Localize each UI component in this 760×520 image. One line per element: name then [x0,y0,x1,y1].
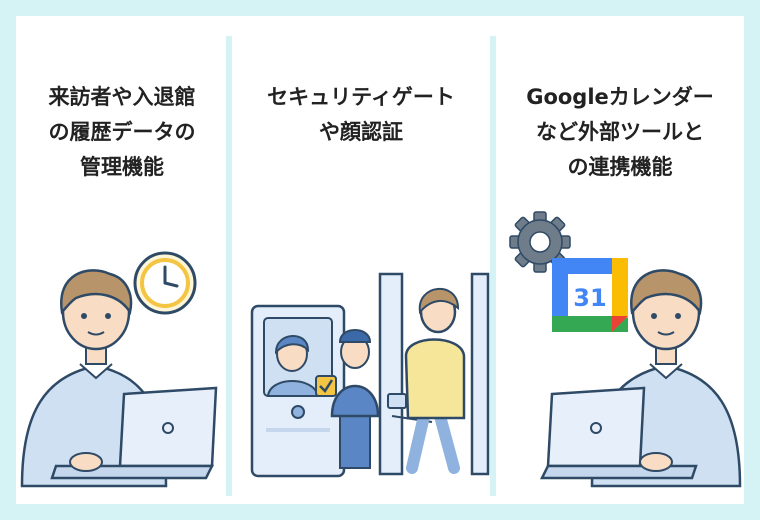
divider [226,36,232,496]
panel-heading: 来訪者や入退館 の履歴データの 管理機能 [16,80,228,185]
checkmark-icon [315,375,337,397]
divider [490,36,496,496]
laptop-icon [539,386,698,480]
walking-person [387,288,466,474]
panel-heading: セキュリティゲート や顔認証 [232,80,490,150]
worker-illustration: 31 [509,211,742,488]
heading-line: や顔認証 [319,120,403,144]
laptop-icon [50,386,218,480]
heading-line: の履歴データの [48,120,196,144]
face-recognition-terminal [250,304,346,478]
panel-heading: Googleカレンダー など外部ツールと の連携機能 [496,80,744,185]
calendar-icon: 31 [552,258,628,332]
worker-illustration [20,251,218,488]
heading-line: セキュリティゲート [267,85,455,109]
gear-icon [509,211,571,273]
panel-visitor-history: 来訪者や入退館 の履歴データの 管理機能 [16,16,228,504]
heading-line: Googleカレンダー [526,85,714,109]
calendar-date: 31 [573,284,606,312]
heading-line: 管理機能 [80,155,164,179]
panel-external-tools: Googleカレンダー など外部ツールと の連携機能 [496,16,744,504]
panel-security-gate: セキュリティゲート や顔認証 [232,16,490,504]
gate-illustration [250,272,490,478]
heading-line: の連携機能 [567,155,673,179]
security-guard [330,329,380,469]
heading-line: 来訪者や入退館 [48,85,196,109]
heading-line: など外部ツールと [536,120,704,144]
clock-icon [133,251,197,315]
feature-card: 来訪者や入退館 の履歴データの 管理機能 [16,16,744,504]
security-gate [378,272,490,476]
